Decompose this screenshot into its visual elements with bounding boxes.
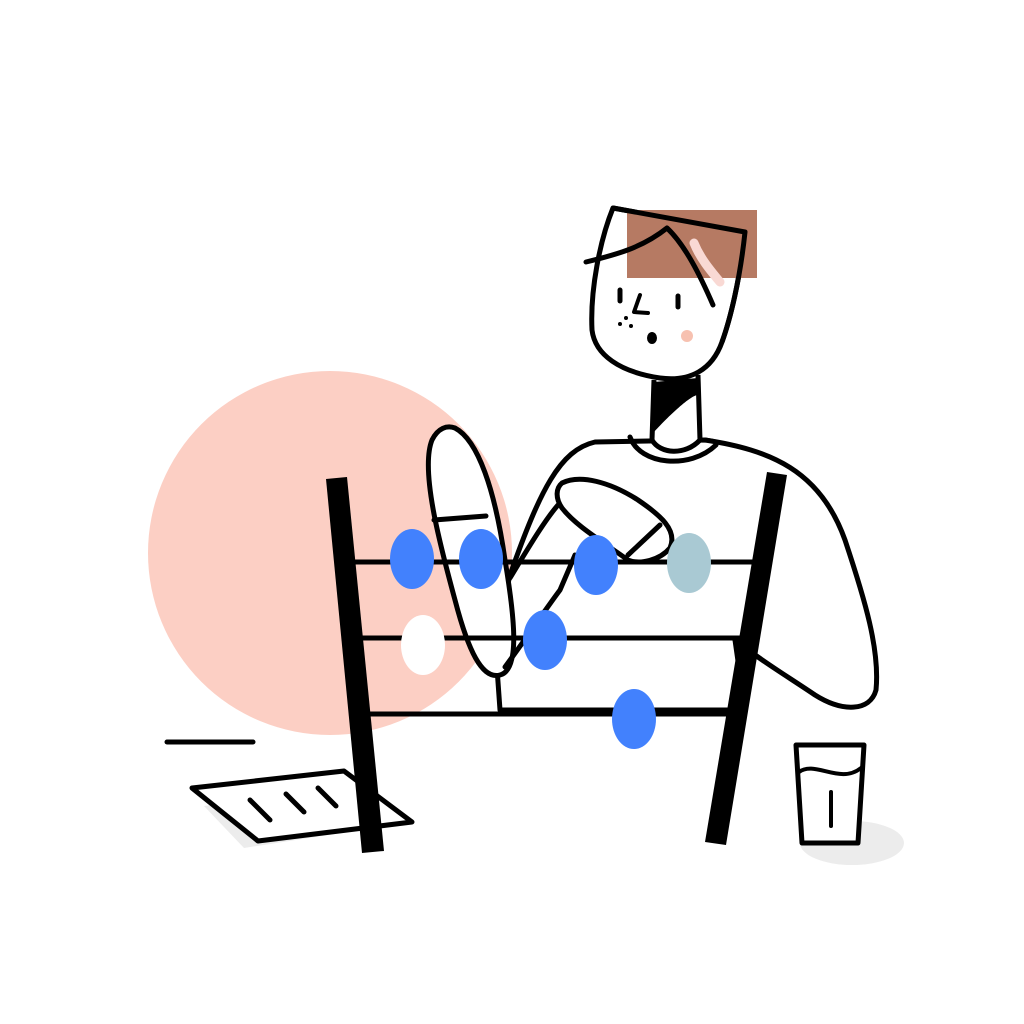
abacus-bead (401, 615, 445, 675)
collar (627, 434, 719, 464)
abacus-bead (612, 689, 656, 749)
abacus (326, 472, 787, 853)
abacus-bead (667, 533, 711, 593)
abacus-bead (390, 529, 434, 589)
abacus-left-post (326, 477, 384, 853)
nose (632, 293, 650, 315)
neck-shadow (654, 378, 698, 432)
abacus-bead (574, 535, 618, 595)
mouth (647, 332, 657, 344)
cheek (681, 330, 693, 342)
hair-highlight (689, 238, 725, 287)
crossed-forearm (502, 476, 675, 670)
abacus-right-post (705, 472, 787, 845)
glass-of-water-icon (793, 742, 867, 846)
hair-fringe (583, 225, 716, 308)
abacus-bead (459, 529, 503, 589)
abacus-bead (523, 610, 567, 670)
